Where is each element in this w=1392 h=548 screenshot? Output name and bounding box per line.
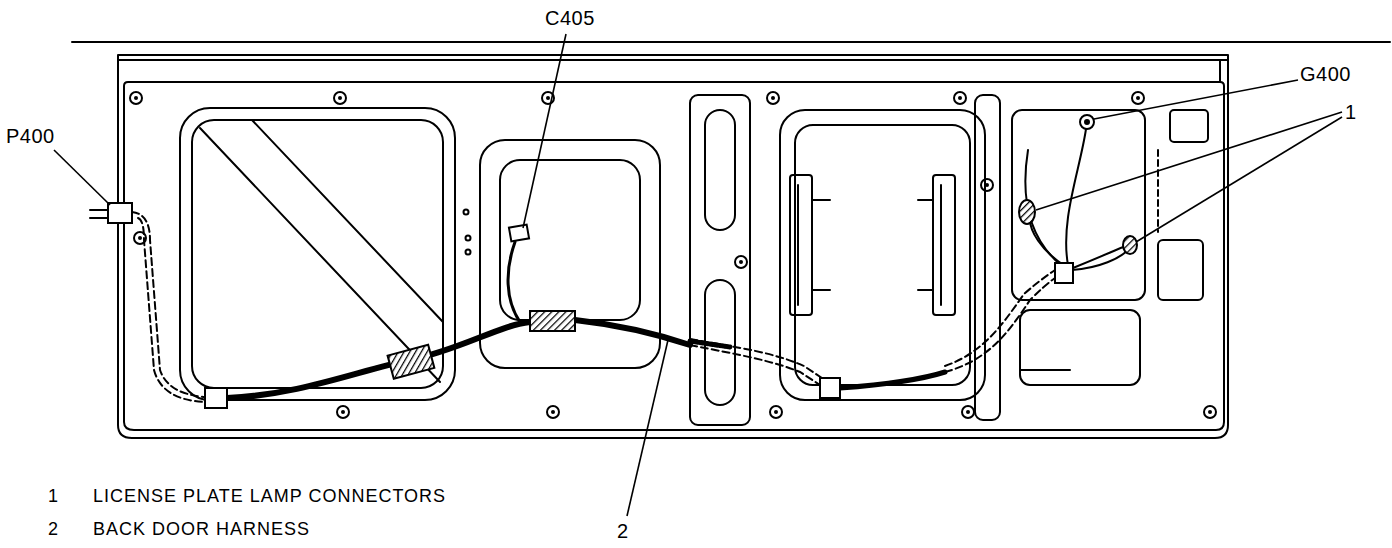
legend-number: 1 [48,486,59,508]
connector-label: C405 [545,6,595,30]
legend-text: BACK DOOR HARNESS [93,519,310,541]
legend-number: 2 [48,519,59,541]
legend-text: LICENSE PLATE LAMP CONNECTORS [93,486,446,508]
callout-number: 1 [1345,100,1357,124]
connector-label: P400 [6,124,55,148]
callout-number: 2 [617,519,629,543]
ground-label: G400 [1300,62,1351,86]
